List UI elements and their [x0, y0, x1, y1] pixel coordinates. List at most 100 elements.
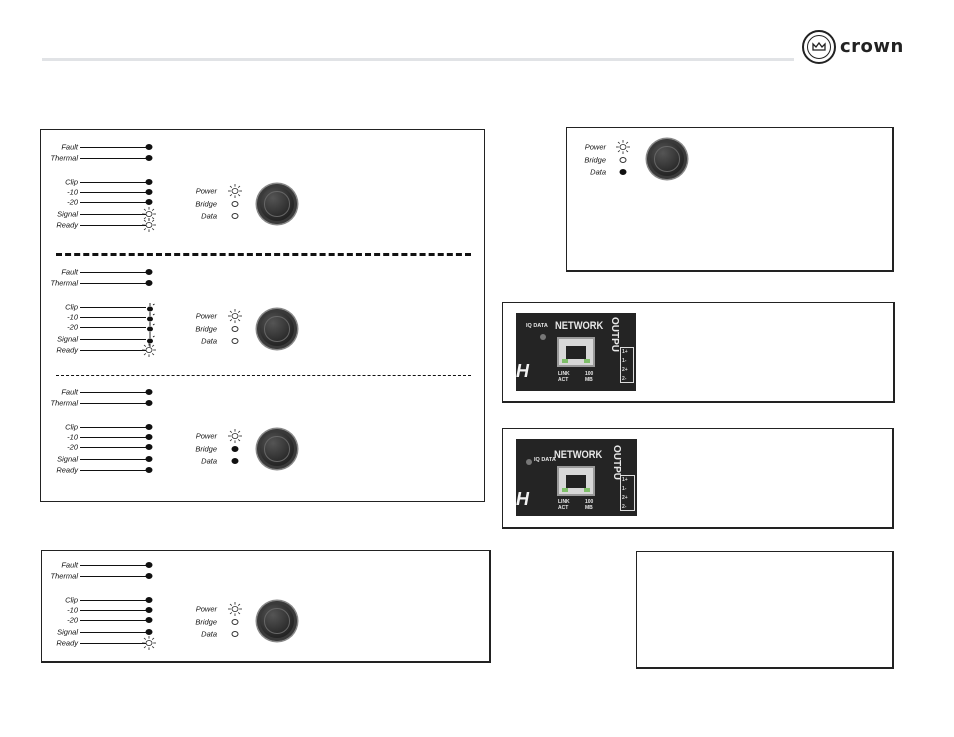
- brand-fragment-graphic: H: [516, 361, 529, 381]
- leader-line: [80, 643, 146, 644]
- leader-line: [80, 470, 146, 471]
- iq-data-led-icon: [540, 334, 546, 340]
- thermal-label: Thermal: [50, 571, 78, 581]
- leader-line: [80, 403, 146, 404]
- brand-fragment-graphic: H: [516, 489, 529, 509]
- section-divider: [56, 253, 471, 256]
- data-led-icon: [619, 169, 627, 175]
- minus20-label: -20: [67, 615, 78, 625]
- bridge-label: Bridge: [195, 617, 217, 626]
- network-label: NETWORK: [555, 320, 604, 332]
- minus20-led-icon: [145, 617, 153, 623]
- ready-label: Ready: [56, 638, 78, 648]
- leader-line: [80, 350, 146, 351]
- minus20-led-icon: [145, 199, 153, 205]
- leader-line: [80, 339, 146, 340]
- ready-label: Ready: [56, 465, 78, 475]
- data-label: Data: [590, 167, 606, 177]
- minus10-label: -10: [67, 187, 78, 197]
- leader-line: [80, 620, 146, 621]
- fault-label: Fault: [61, 387, 78, 397]
- leader-line: [80, 600, 146, 601]
- level-knob-icon: [647, 139, 687, 179]
- fault-label: Fault: [61, 560, 78, 570]
- signal-label: Signal: [57, 454, 78, 464]
- leader-line: [80, 147, 146, 148]
- clip-label: Clip: [65, 302, 78, 312]
- leader-line: [80, 317, 146, 318]
- minus20-label: -20: [67, 442, 78, 452]
- leader-line: [80, 565, 146, 566]
- iq-data-label: IQ DATA: [526, 323, 548, 329]
- power-led-icon: [228, 184, 242, 198]
- data-label: Data: [201, 336, 217, 346]
- data-label: Data: [201, 211, 217, 221]
- clip-led-icon: [145, 179, 153, 185]
- minus10-led-icon: [145, 434, 153, 440]
- leader-line: [80, 437, 146, 438]
- thermal-led-icon: [145, 280, 153, 286]
- fault-led-icon: [145, 389, 153, 395]
- clip-label: Clip: [65, 595, 78, 605]
- bridge-label: Bridge: [195, 324, 217, 333]
- thermal-led-icon: [145, 573, 153, 579]
- clip-label: Clip: [65, 422, 78, 432]
- network-label: NETWORK: [554, 449, 603, 461]
- leader-line: [80, 202, 146, 203]
- speed-label: 100 MB: [585, 499, 594, 511]
- bridge-led-icon: [231, 618, 239, 625]
- minus10-label: -10: [67, 605, 78, 615]
- header-rule: [42, 58, 794, 61]
- signal-led-icon: [145, 456, 153, 462]
- fault-led-icon: [145, 144, 153, 150]
- ready-led-icon: [142, 636, 156, 650]
- data-led-icon: [231, 213, 239, 219]
- minus20-label: -20: [67, 197, 78, 207]
- front-panel-figure-b: [566, 127, 894, 272]
- leader-line: [80, 214, 146, 215]
- link-act-label: LINK ACT: [558, 371, 570, 383]
- thermal-led-icon: [145, 155, 153, 161]
- minus20-label: -20: [67, 322, 78, 332]
- bridge-label: Bridge: [195, 199, 217, 208]
- power-led-icon: [616, 140, 630, 154]
- crown-seal-icon: [802, 30, 836, 64]
- fault-label: Fault: [61, 267, 78, 277]
- blank-text-panel: [636, 551, 894, 669]
- leader-line: [80, 447, 146, 448]
- level-knob-icon: [257, 309, 297, 349]
- leader-line: [80, 272, 146, 273]
- ready-label: Ready: [56, 345, 78, 355]
- network-port-photo: IQ DATA NETWORK LINK ACT 100 MB OUTPU 1+…: [516, 439, 637, 516]
- power-led-icon: [228, 309, 242, 323]
- ready-led-icon: [142, 218, 156, 232]
- speed-label: 100 MB: [585, 371, 594, 383]
- leader-line: [80, 158, 146, 159]
- power-label: Power: [195, 604, 217, 614]
- level-knob-icon: [257, 601, 297, 641]
- power-label: Power: [195, 186, 217, 196]
- clip-led-icon: [145, 597, 153, 603]
- signal-label: Signal: [57, 627, 78, 637]
- bridge-led-icon: [231, 325, 239, 332]
- power-label: Power: [195, 311, 217, 321]
- ethernet-port-icon: [557, 337, 595, 367]
- power-led-icon: [228, 602, 242, 616]
- network-port-photo: IQ DATA NETWORK LINK ACT 100 MB OUTPU 1+…: [516, 313, 636, 391]
- output-terminal-block: [620, 475, 635, 511]
- minus10-led-icon: [145, 312, 155, 325]
- thermal-label: Thermal: [50, 278, 78, 288]
- output-label: OUTPU: [609, 317, 620, 352]
- leader-line: [80, 610, 146, 611]
- iq-data-led-icon: [526, 459, 532, 465]
- link-act-label: LINK ACT: [558, 499, 570, 511]
- power-label: Power: [195, 431, 217, 441]
- ready-led-icon: [142, 343, 156, 357]
- data-label: Data: [201, 629, 217, 639]
- leader-line: [80, 392, 146, 393]
- brand-logo: crown: [802, 30, 922, 68]
- output-terminal-block: [620, 347, 634, 383]
- level-knob-icon: [257, 184, 297, 224]
- leader-line: [80, 283, 146, 284]
- ready-label: Ready: [56, 220, 78, 230]
